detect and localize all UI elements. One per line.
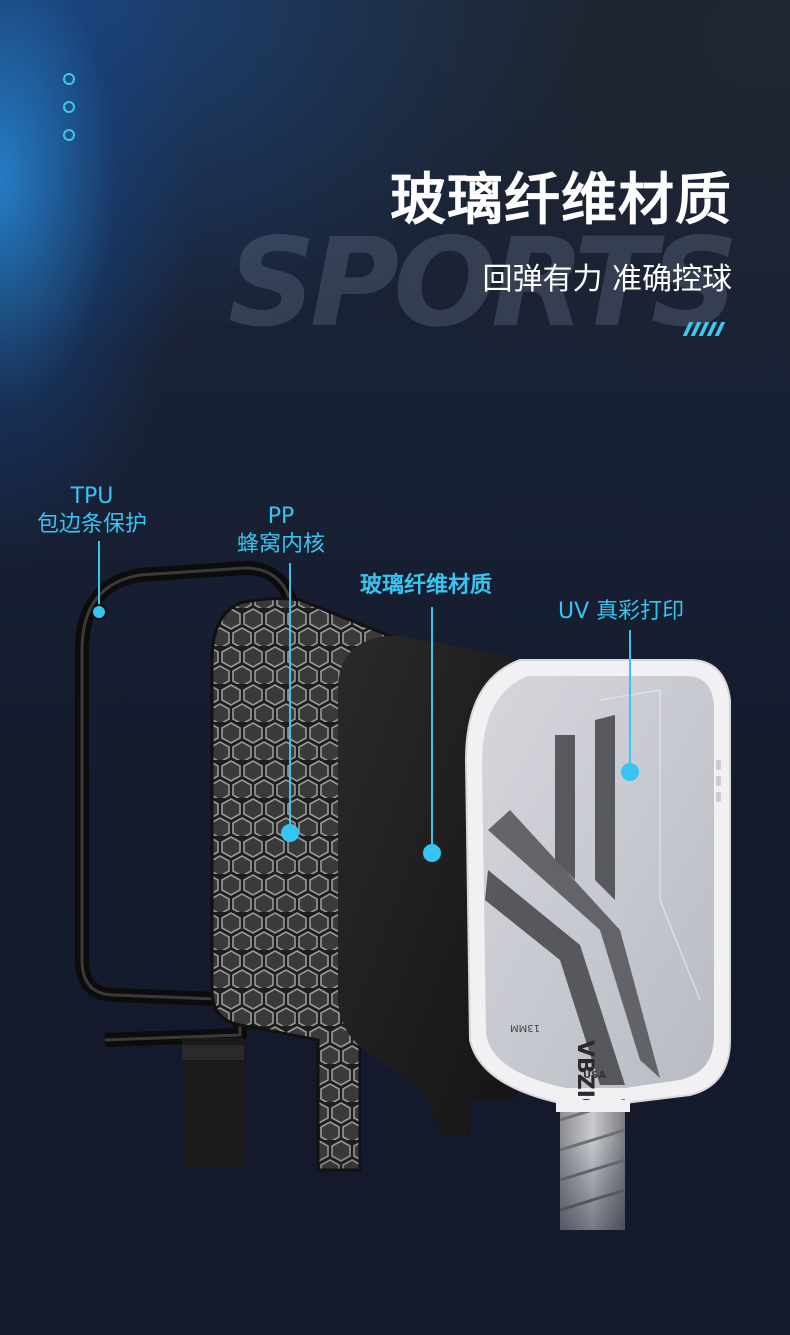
fiber-label: 玻璃纤维材质 (360, 572, 492, 600)
decor-dot (63, 101, 75, 113)
pp-marker (281, 824, 299, 842)
uv-marker (621, 763, 639, 781)
uv-label-name: UV 真彩打印 (558, 599, 685, 624)
tpu-marker (91, 604, 107, 620)
page-subtitle: 回弹有力 准确控球 (482, 262, 732, 297)
decor-dots (63, 73, 75, 157)
decor-dot (63, 129, 75, 141)
tpu-label: TPU 包边条保护 (37, 483, 147, 538)
fiber-marker (423, 844, 441, 862)
sports-watermark: SPORTS (228, 212, 739, 354)
paddle-thickness: 13MM (510, 1022, 540, 1033)
page-title: 玻璃纤维材质 (390, 168, 732, 233)
uv-label: UV 真彩打印 (558, 598, 684, 626)
pp-label-desc: 蜂窝内核 (237, 531, 326, 557)
pp-label: PP 蜂窝内核 (237, 503, 325, 558)
printed-face-layer: VBZICK 13MM USA (464, 659, 731, 1230)
tpu-label-name: TPU (70, 484, 114, 509)
paddle-country: USA (583, 1070, 606, 1081)
fiber-label-name: 玻璃纤维材质 (360, 573, 493, 598)
pp-label-name: PP (267, 504, 295, 529)
tpu-label-desc: 包边条保护 (37, 511, 148, 537)
decor-dot (63, 73, 75, 85)
